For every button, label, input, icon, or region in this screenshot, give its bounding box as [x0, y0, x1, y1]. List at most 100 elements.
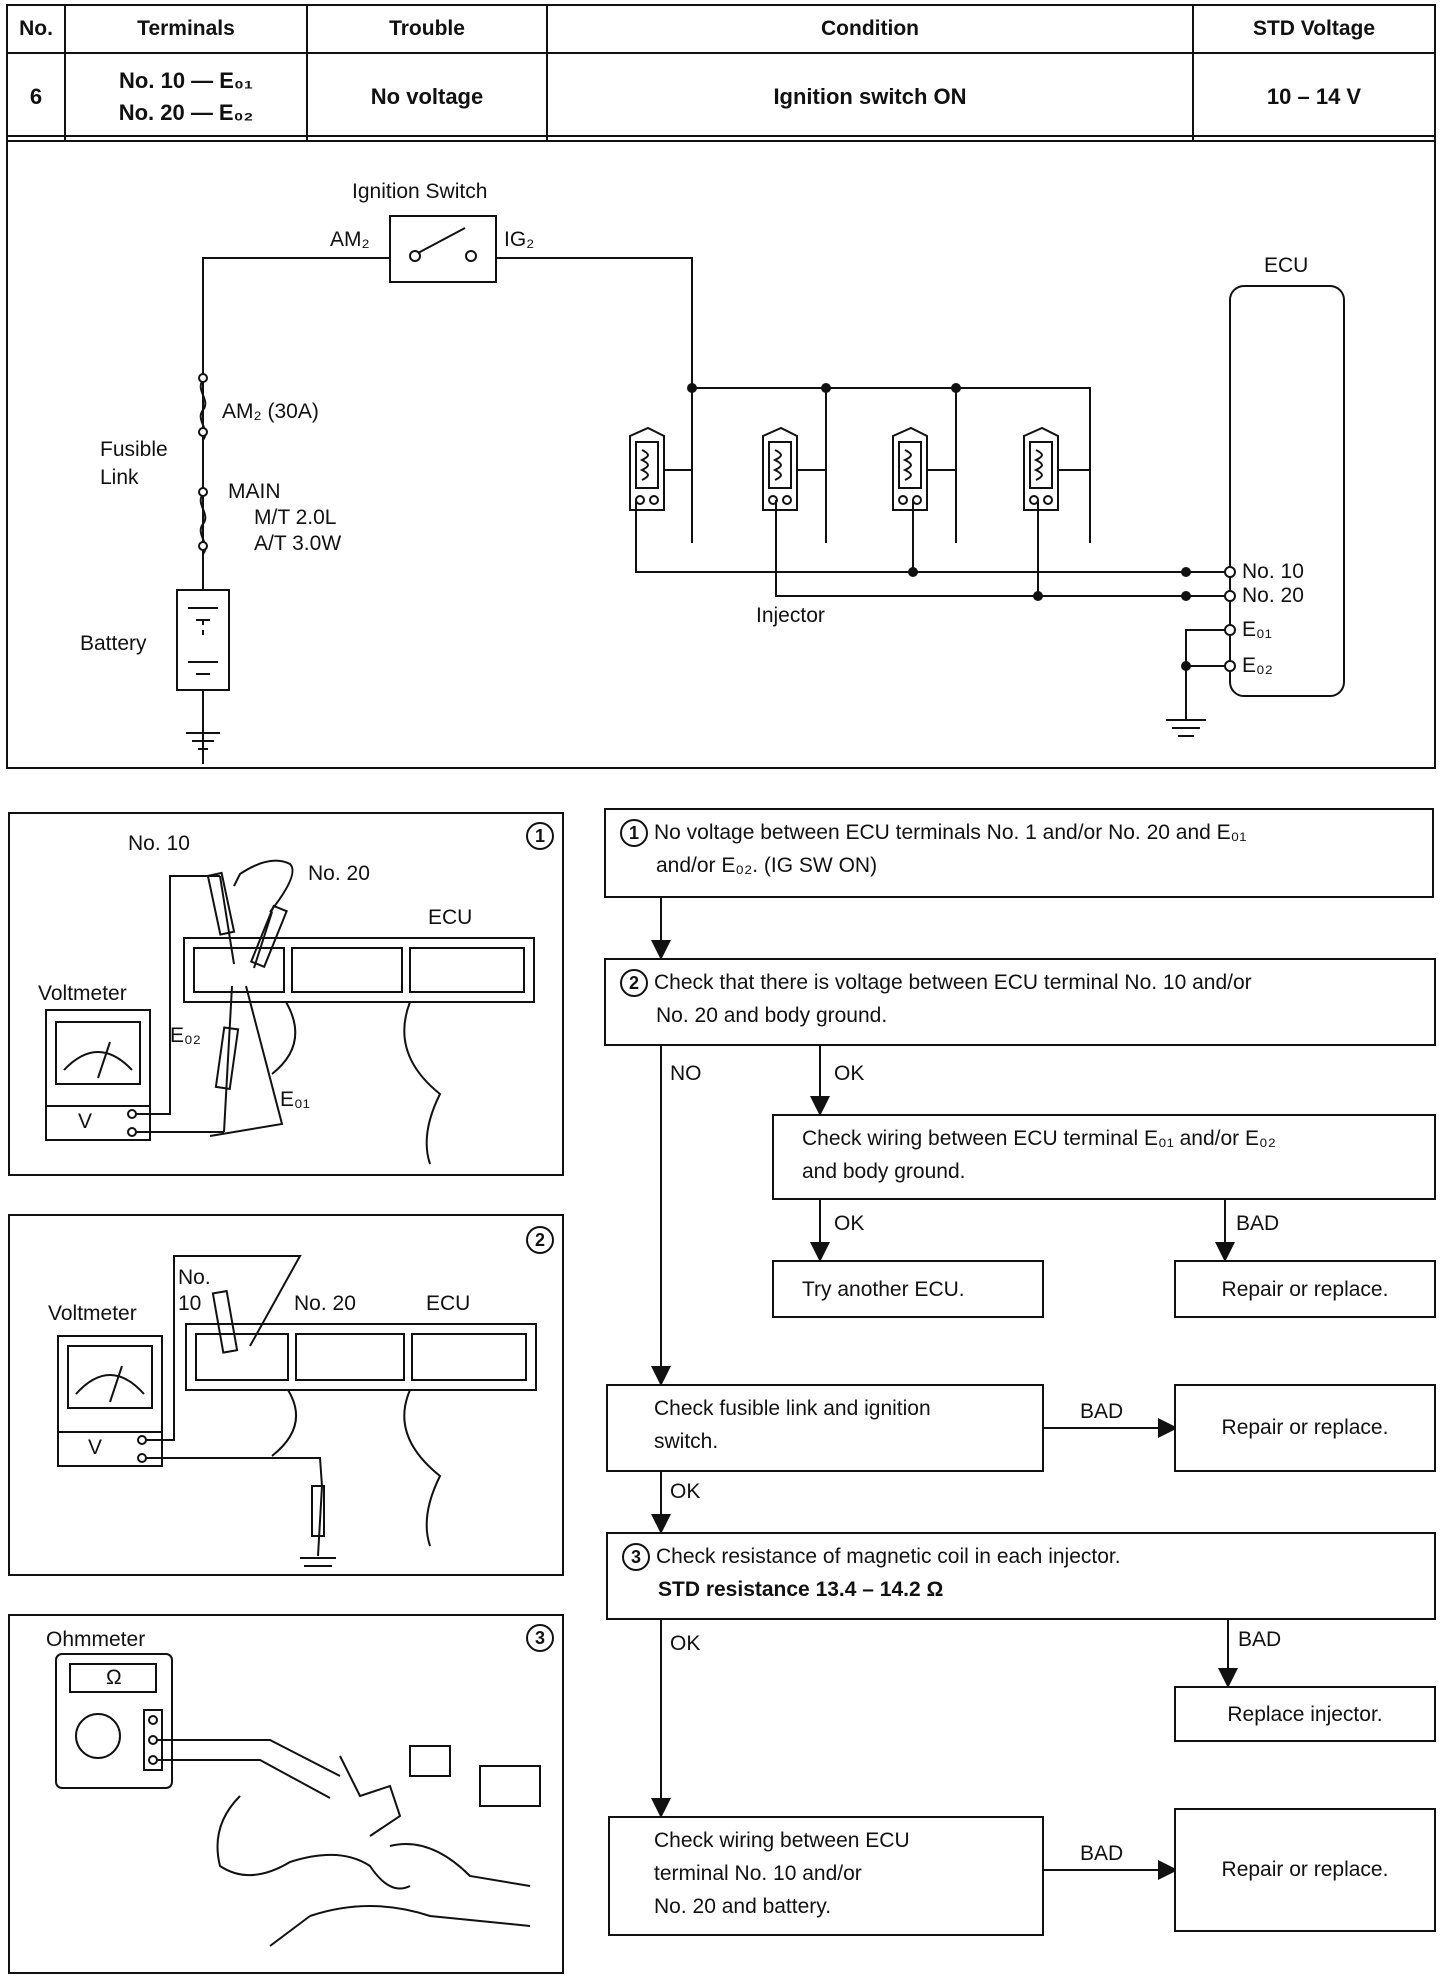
repair-box-1: Repair or replace.	[1174, 1260, 1436, 1318]
cell-terminals: No. 10 — E₀₁ No. 20 — E₀₂	[64, 52, 308, 142]
panel-2-no-b: 10	[178, 1292, 202, 1315]
fusible-check-box: Check fusible link and ignition switch.	[606, 1384, 1044, 1472]
repair-text-1: Repair or replace.	[1221, 1278, 1389, 1301]
panel-2-no20: No. 20	[294, 1292, 356, 1315]
col-terminals: Terminals	[64, 4, 308, 54]
cell-std-voltage: 10 – 14 V	[1192, 52, 1436, 142]
step-1-line1: No voltage between ECU terminals No. 1 a…	[654, 821, 1247, 844]
battery-wiring-box: Check wiring between ECU terminal No. 10…	[608, 1816, 1044, 1936]
wiring-ground-line2: and body ground.	[802, 1160, 966, 1183]
col-no: No.	[6, 4, 66, 54]
label-no20: No. 20	[1242, 584, 1304, 607]
label-am2: AM₂	[330, 228, 370, 251]
panel-1-illustration	[45, 859, 535, 1165]
step-3-line1: Check resistance of magnetic coil in eac…	[656, 1545, 1121, 1568]
replace-injector-text: Replace injector.	[1227, 1703, 1383, 1726]
label-ok-3: OK	[670, 1480, 701, 1503]
ignition-switch-box	[389, 215, 497, 283]
label-fusible-1: Fusible	[100, 438, 168, 461]
repair-text-2: Repair or replace.	[1221, 1416, 1389, 1439]
panel-3-illustration	[55, 1653, 541, 1947]
panel-1-no20: No. 20	[308, 862, 370, 885]
label-ecu: ECU	[1264, 254, 1308, 277]
panel-2-no-a: No.	[178, 1266, 211, 1289]
injector-3	[892, 426, 928, 511]
panel-2-voltmeter-ground: 2 No. 10 No. 20 ECU Voltmeter V	[8, 1214, 564, 1576]
panel-1-voltmeter-ecu: 1 No. 10 No. 20 ECU Vo	[8, 812, 564, 1176]
label-e01: E₀₁	[1242, 618, 1272, 641]
step-3-line2: STD resistance 13.4 – 14.2 Ω	[658, 1578, 944, 1601]
label-no10: No. 10	[1242, 560, 1304, 583]
label-ok-2: OK	[834, 1212, 865, 1235]
step-2-line1: Check that there is voltage between ECU …	[654, 971, 1252, 994]
step-1-box: 1 No voltage between ECU terminals No. 1 …	[604, 808, 1434, 898]
panel-1-no10: No. 10	[128, 832, 190, 855]
try-ecu-text: Try another ECU.	[802, 1278, 965, 1301]
injector-2	[762, 426, 798, 511]
circuit-frame	[6, 135, 1436, 769]
panel-2-illustration	[57, 1255, 537, 1567]
cell-no: 6	[6, 52, 66, 142]
label-e02: E₀₂	[1242, 654, 1273, 677]
col-std-voltage: STD Voltage	[1192, 4, 1436, 54]
step-1-number: 1	[620, 819, 648, 848]
label-ignition-switch: Ignition Switch	[352, 180, 487, 203]
panel-3-ohmmeter-label: Ohmmeter	[46, 1628, 146, 1651]
panel-1-ecu: ECU	[428, 906, 473, 929]
step-1-line2: and/or E₀₂. (IG SW ON)	[656, 854, 878, 877]
label-ok-1: OK	[834, 1062, 865, 1085]
ecu-box	[1229, 285, 1345, 697]
spec-table-row: 6 No. 10 — E₀₁ No. 20 — E₀₂ No voltage I…	[6, 52, 1436, 142]
col-trouble: Trouble	[306, 4, 548, 54]
fusible-line2: switch.	[654, 1430, 719, 1453]
repair-box-3: Repair or replace.	[1174, 1808, 1436, 1932]
panel-2-v: V	[88, 1436, 103, 1459]
label-bad-2: BAD	[1080, 1400, 1124, 1423]
label-fuse-am2: AM₂ (30A)	[222, 400, 319, 423]
label-battery: Battery	[80, 632, 147, 655]
replace-injector-box: Replace injector.	[1174, 1686, 1436, 1742]
terminal-2: No. 20 — E₀₂	[118, 100, 254, 125]
battery-wiring-line2: terminal No. 10 and/or	[654, 1862, 862, 1885]
label-ig2: IG₂	[504, 228, 534, 251]
label-injector: Injector	[756, 604, 825, 627]
repair-box-2: Repair or replace.	[1174, 1384, 1436, 1472]
label-fusible-2: Link	[100, 466, 139, 489]
label-ok-4: OK	[670, 1632, 701, 1655]
wiring-ground-line1: Check wiring between ECU terminal E₀₁ an…	[802, 1127, 1276, 1150]
label-no: NO	[670, 1062, 702, 1085]
wiring-ground-box: Check wiring between ECU terminal E₀₁ an…	[772, 1114, 1436, 1200]
battery-wiring-line3: No. 20 and battery.	[654, 1895, 832, 1918]
cell-condition: Ignition switch ON	[546, 52, 1194, 142]
label-bad-3: BAD	[1238, 1628, 1282, 1651]
label-bad-1: BAD	[1236, 1212, 1280, 1235]
try-ecu-box: Try another ECU.	[772, 1260, 1044, 1318]
fusible-line1: Check fusible link and ignition	[654, 1397, 931, 1420]
step-2-number: 2	[620, 969, 648, 998]
panel-1-e02: E₀₂	[170, 1024, 201, 1047]
cell-trouble: No voltage	[306, 52, 548, 142]
circuit-diagram: Ignition Switch AM₂ IG₂ AM₂ (30A) Fusibl…	[6, 135, 1436, 769]
battery-wiring-line1: Check wiring between ECU	[654, 1829, 910, 1852]
panel-1-e01: E₀₁	[280, 1088, 310, 1111]
terminal-1: No. 10 — E₀₁	[119, 68, 253, 93]
panel-3-ohmmeter: 3 Ohmmeter Ω	[8, 1614, 564, 1974]
feed-wire	[202, 257, 390, 540]
panel-3-omega: Ω	[106, 1666, 122, 1689]
label-mt: M/T 2.0L	[254, 506, 336, 529]
repair-text-3: Repair or replace.	[1221, 1858, 1389, 1881]
col-condition: Condition	[546, 4, 1194, 54]
label-main: MAIN	[228, 480, 281, 503]
panel-3-number: 3	[526, 1624, 554, 1652]
label-bad-4: BAD	[1080, 1842, 1124, 1865]
label-at: A/T 3.0W	[254, 532, 341, 555]
panel-2-number: 2	[526, 1226, 554, 1254]
step-3-number: 3	[622, 1543, 650, 1572]
panel-2-ecu: ECU	[426, 1292, 471, 1315]
spec-table-header-row: No. Terminals Trouble Condition STD Volt…	[6, 4, 1436, 54]
panel-1-v: V	[78, 1110, 93, 1133]
step-2-box: 2 Check that there is voltage between ECU…	[604, 958, 1436, 1046]
step-2-line2: No. 20 and body ground.	[656, 1004, 888, 1027]
panel-2-voltmeter: Voltmeter	[48, 1302, 137, 1325]
spec-table: No. Terminals Trouble Condition STD Volt…	[6, 4, 1436, 142]
